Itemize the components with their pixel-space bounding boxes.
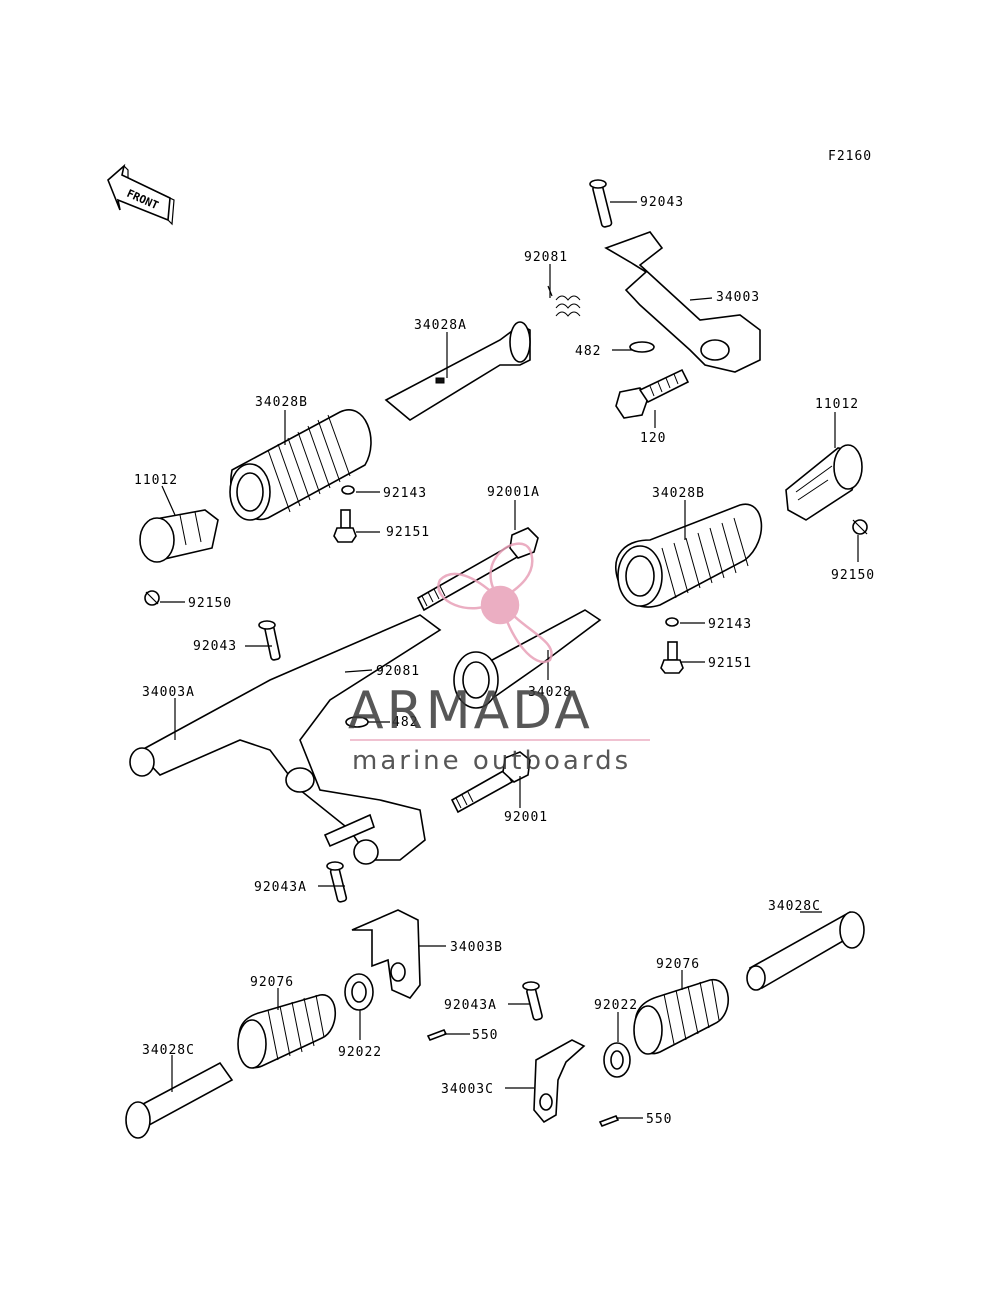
armada-watermark: ARMADA marine outboards [348,542,650,776]
label-550-right: 550 [646,1112,672,1127]
bracket-34003A [129,614,442,865]
label-92151-right: 92151 [708,656,752,671]
propeller-logo-icon [437,542,553,664]
label-92043A-right: 92043A [444,998,497,1013]
label-120: 120 [640,431,666,446]
pedal-34003 [604,231,761,373]
washer-92022-left [344,973,374,1011]
label-482-top: 482 [575,344,601,359]
shaft-34028A [384,321,531,421]
label-92043-top: 92043 [640,195,684,210]
bolt-92151-left [333,509,357,543]
label-92076-left: 92076 [250,975,294,990]
washer-92143-left [341,485,355,495]
label-92151-left: 92151 [386,525,430,540]
pin-92043-top [589,179,613,228]
washer-92143-right [665,617,679,627]
label-92076-right: 92076 [656,957,700,972]
label-34003B: 34003B [450,940,503,955]
bolt-120 [615,368,690,419]
label-92143-right: 92143 [708,617,752,632]
label-92001: 92001 [504,810,548,825]
label-34003A: 34003A [142,685,195,700]
label-92043A-left: 92043A [254,880,307,895]
bolt-92001 [450,751,531,814]
pin-550-right [598,1114,620,1128]
label-92001A: 92001A [487,485,540,500]
label-482-mid: 482 [392,715,418,730]
label-92150-left: 92150 [188,596,232,611]
label-34028: 34028 [528,685,572,700]
label-34028A: 34028A [414,318,467,333]
watermark-tagline: marine outboards [352,746,631,776]
label-92081-top: 92081 [524,250,568,265]
clip-482-top [629,341,655,353]
label-34028B-left: 34028B [255,395,308,410]
bolt-92001A [416,527,539,612]
pin-92043-mid [258,620,281,661]
cap-11012-left [139,509,219,563]
leader-lines [160,201,859,1119]
label-11012-right: 11012 [815,397,859,412]
pin-92043A-right [522,981,543,1021]
rubber-92076-left [237,994,336,1069]
spring-92081-top [547,285,581,317]
label-92043-mid: 92043 [193,639,237,654]
shaft-34028C-left [125,1061,234,1139]
pin-92043A-left [326,861,348,903]
watermark-brand: ARMADA [348,681,593,741]
shaft-34028C-right [746,910,865,991]
label-34028C-left: 34028C [142,1043,195,1058]
front-arrow-icon: FRONT [107,163,175,226]
label-34003: 34003 [716,290,760,305]
label-92143-left: 92143 [383,486,427,501]
cap-11012-right [785,444,863,521]
label-34028B-right: 34028B [652,486,705,501]
rubber-34028B-left [229,409,372,521]
bracket-34003B [351,909,421,999]
label-550-left: 550 [472,1028,498,1043]
label-92022-right: 92022 [594,998,638,1013]
rubber-34028B-right [615,503,763,608]
pin-550-left [426,1028,448,1042]
bracket-34003C [533,1039,586,1124]
screw-92150-left [144,590,160,606]
label-34028C-right: 34028C [768,899,821,914]
rubber-92076-right [633,979,729,1055]
label-11012-left: 11012 [134,473,178,488]
screw-92150-right [852,519,868,535]
washer-92022-right [603,1042,631,1078]
diagram-code: F2160 [828,149,872,164]
label-92150-right: 92150 [831,568,875,583]
bolt-92151-right [660,641,684,674]
label-92081-mid: 92081 [376,664,420,679]
label-34003C: 34003C [441,1082,494,1097]
label-92022-left: 92022 [338,1045,382,1060]
